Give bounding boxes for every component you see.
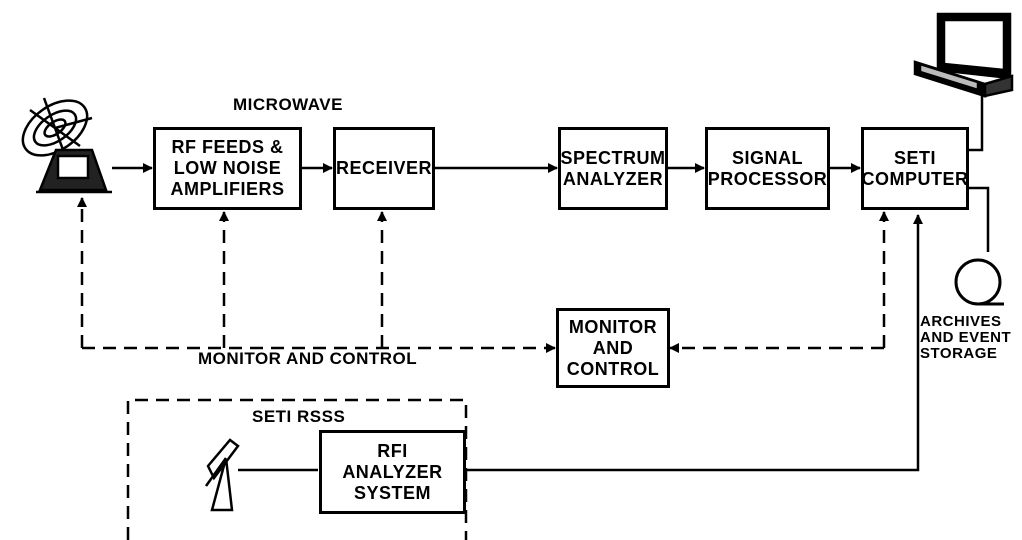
monitor-control-lines — [82, 198, 884, 540]
rfi-analyzer-label: RFI ANALYZER SYSTEM — [342, 441, 442, 504]
rfi-antenna-icon — [206, 440, 238, 510]
monitor-and-control-block: MONITOR AND CONTROL — [556, 308, 670, 388]
microwave-label: MICROWAVE — [233, 96, 343, 114]
spectrum-analyzer-block: SPECTRUM ANALYZER — [558, 127, 668, 210]
computer-terminal-icon — [915, 14, 1012, 96]
rfi-analyzer-block: RFI ANALYZER SYSTEM — [319, 430, 466, 514]
tape-reel-icon — [956, 260, 1004, 304]
archives-label: ARCHIVES AND EVENT STORAGE — [920, 314, 1011, 362]
monitor-and-control-label: MONITOR AND CONTROL — [567, 317, 660, 380]
spectrum-analyzer-label: SPECTRUM ANALYZER — [561, 148, 666, 190]
receiver-label: RECEIVER — [336, 158, 432, 179]
monitor-and-control-line-label: MONITOR AND CONTROL — [198, 350, 417, 368]
signal-processor-block: SIGNAL PROCESSOR — [705, 127, 830, 210]
seti-rsss-label: SETI RSSS — [252, 408, 345, 426]
rf-feeds-block: RF FEEDS & LOW NOISE AMPLIFIERS — [153, 127, 302, 210]
dish-antenna-icon — [13, 89, 112, 192]
seti-computer-block: SETI COMPUTER — [861, 127, 969, 210]
signal-processor-label: SIGNAL PROCESSOR — [708, 148, 828, 190]
seti-computer-label: SETI COMPUTER — [862, 148, 969, 190]
rf-feeds-label: RF FEEDS & LOW NOISE AMPLIFIERS — [170, 137, 284, 200]
receiver-block: RECEIVER — [333, 127, 435, 210]
